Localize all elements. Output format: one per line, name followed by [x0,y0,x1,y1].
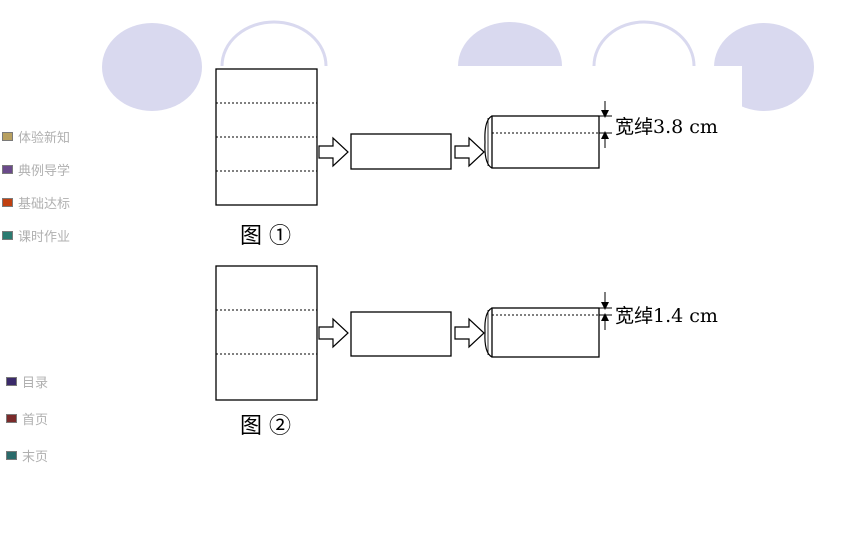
nav-item-contents[interactable]: 目录 [6,372,48,391]
header-decoration [102,20,814,116]
width-dimension-1 [599,101,612,148]
figure-2: 宽绰1.4 cm 图 ② [215,265,718,439]
nav-item-basics[interactable]: 基础达标 [2,193,70,212]
hollow-arrow-icon [454,136,485,168]
nav-item-label: 典例导学 [18,164,71,179]
width-dimension-2 [599,292,612,330]
decor-circle-1 [102,23,202,111]
nav-square-icon [6,414,17,423]
nav-item-examples[interactable]: 典例导学 [2,160,70,179]
nav-item-label: 课时作业 [18,230,71,245]
decor-arc-2 [220,20,328,67]
nav-item-label: 体验新知 [18,131,71,146]
hollow-arrow-icon [454,317,485,349]
figure-1: 宽绰3.8 cm 图 ① [215,68,718,249]
folded-strip-2 [350,311,452,357]
nav-item-label: 首页 [22,413,49,428]
nav-item-last-page[interactable]: 末页 [6,446,48,465]
figure-1-caption: 图 ① [240,224,291,249]
nav-square-icon [6,377,17,386]
nav-item-label: 基础达标 [18,197,71,212]
folded-strip-1 [350,133,452,170]
hollow-arrow-icon [318,317,349,349]
nav-item-homework[interactable]: 课时作业 [2,226,70,245]
hollow-arrow-icon [318,136,349,168]
nav-item-label: 末页 [22,450,49,465]
width-label-2: 宽绰1.4 cm [615,305,718,327]
paper-strip-2 [215,265,318,401]
wrapped-strip-1 [484,115,600,169]
nav-square-icon [2,231,13,240]
figure-2-caption: 图 ② [240,414,291,439]
nav-item-first-page[interactable]: 首页 [6,409,48,428]
nav-square-icon [2,198,13,207]
nav-square-icon [2,165,13,174]
nav-item-experience[interactable]: 体验新知 [2,127,70,146]
decor-half-circle-3 [458,22,562,66]
width-label-1: 宽绰3.8 cm [615,116,718,138]
nav-item-label: 目录 [22,376,49,391]
wrapped-strip-2 [484,307,600,358]
nav-square-icon [6,451,17,460]
nav-square-icon [2,132,13,141]
decor-arc-4 [592,20,696,67]
